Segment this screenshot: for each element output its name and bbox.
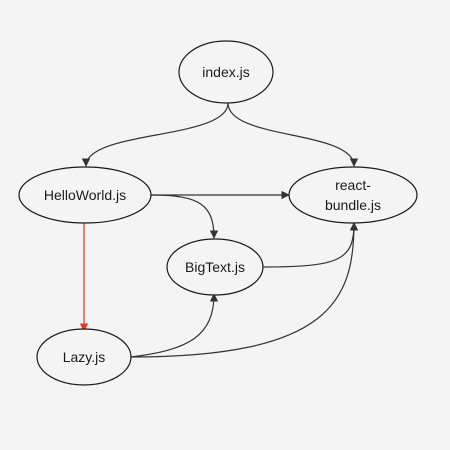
node-lazy[interactable]: Lazy.js: [36, 328, 132, 386]
edge-index-to-helloworld: [81, 102, 229, 167]
node-helloworld[interactable]: HelloWorld.js: [18, 166, 152, 224]
node-reactbundle[interactable]: react- bundle.js: [288, 166, 418, 224]
edge-index-to-reactbundle: [227, 102, 359, 167]
edge-bigtext-to-reactbundle: [262, 222, 359, 268]
node-label-line-1: react-: [335, 177, 371, 193]
node-bigtext[interactable]: BigText.js: [166, 238, 264, 296]
node-label: BigText.js: [185, 259, 245, 275]
node-label: HelloWorld.js: [44, 187, 126, 203]
edge-lazy-to-reactbundle: [130, 222, 359, 358]
node-label-line-2: bundle.js: [325, 197, 381, 213]
edge-lazy-to-bigtext: [130, 293, 219, 358]
node-index[interactable]: index.js: [178, 40, 274, 104]
node-label: Lazy.js: [63, 349, 106, 365]
node-label: index.js: [202, 64, 249, 80]
edge-helloworld-to-bigtext: [150, 194, 219, 239]
